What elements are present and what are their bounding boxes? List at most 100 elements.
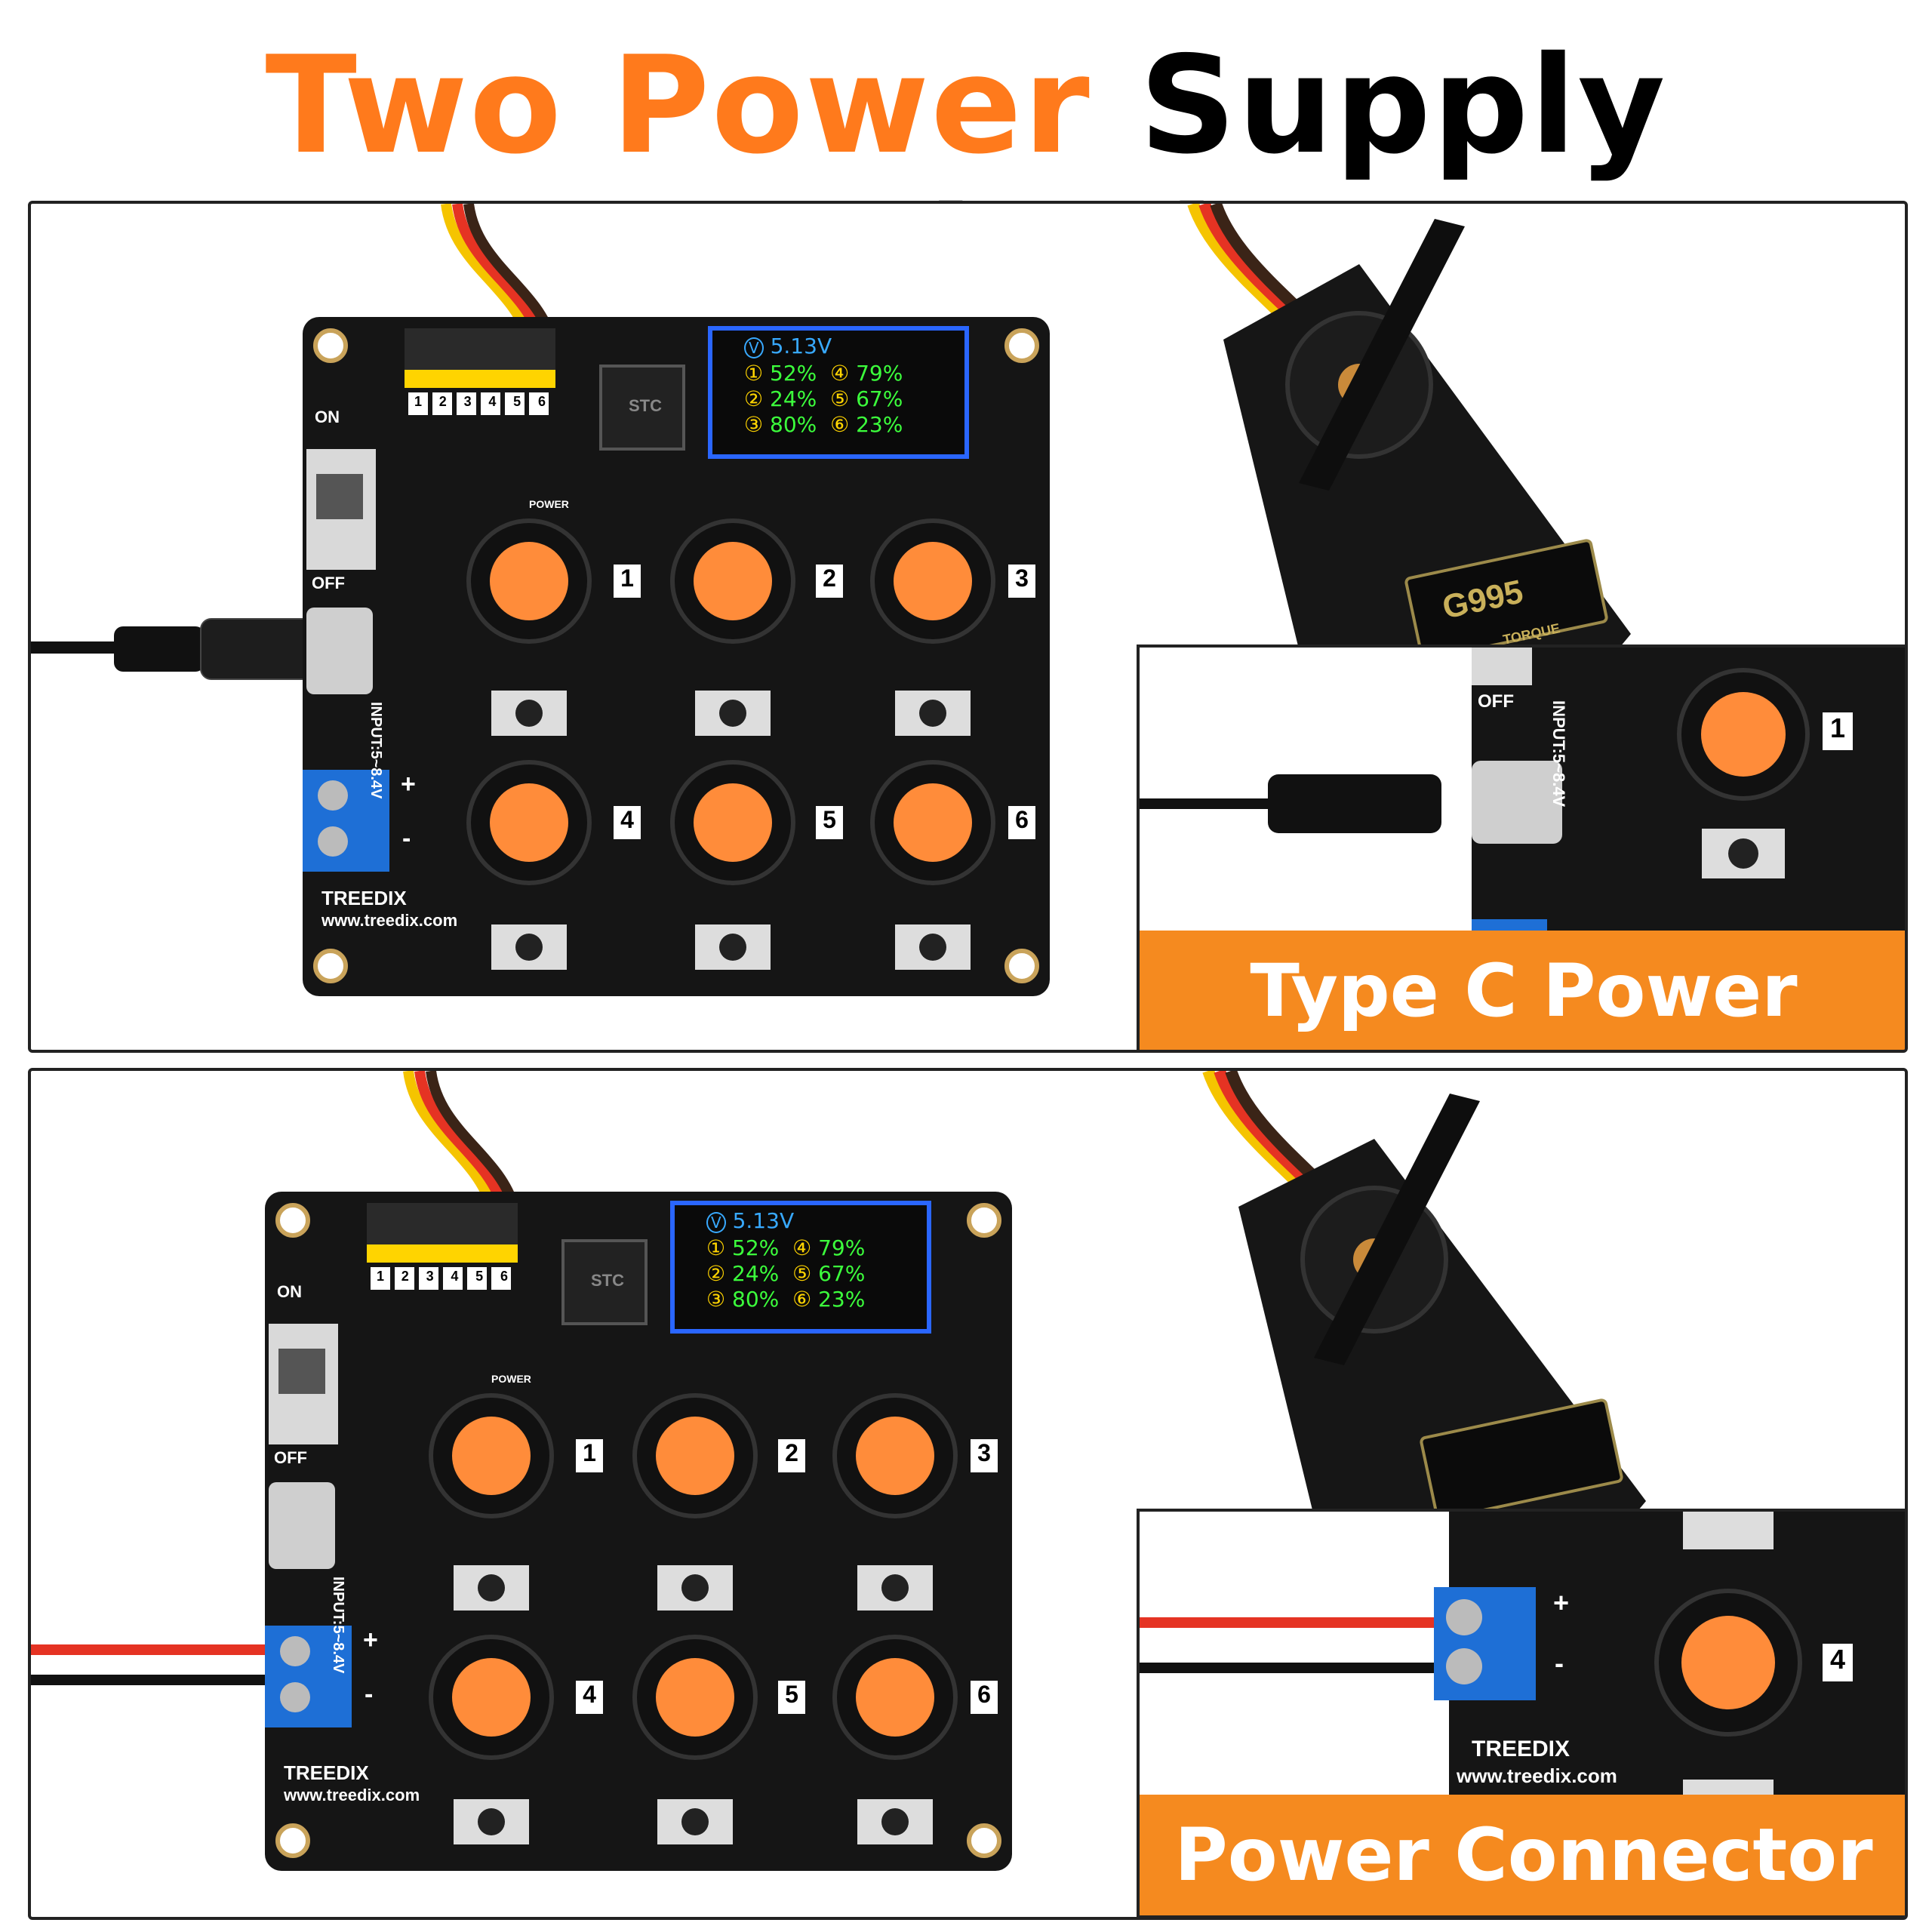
display-readout: V 5.13V ① 52% ④ 79% ② 24% ⑤ 67% ③ 80% ⑥ … — [744, 334, 955, 438]
power-wire-red — [1140, 1617, 1441, 1628]
caption-power-connector: Power Connector — [1140, 1795, 1905, 1915]
knob-number-4: 4 — [1823, 1644, 1853, 1681]
brand-url: www.treedix.com — [321, 911, 458, 930]
input-voltage-label: INPUT:5~8.4V — [368, 702, 384, 799]
power-wire-black — [1140, 1663, 1441, 1673]
inset-type-c: OFF INPUT:5~8.4V 1 Type C Power Supply — [1137, 645, 1905, 1050]
input-voltage-label: INPUT:5~8.4V — [330, 1577, 346, 1674]
brand-label: TREEDIX — [321, 887, 407, 909]
panel-power-connector: ON OFF INPUT:5~8.4V POWER STC + - TREEDI… — [28, 1068, 1908, 1920]
knob-number-3: 3 — [971, 1439, 998, 1472]
caption-type-c: Type C Power Supply — [1140, 931, 1905, 1050]
header-label: 5 — [513, 394, 521, 409]
usb-c-port — [269, 1482, 335, 1569]
header-label: 3 — [463, 394, 472, 409]
channel-num: ④ — [830, 361, 850, 386]
channel-val: 24% — [732, 1261, 780, 1286]
knob-number-5: 5 — [816, 806, 843, 839]
knob-number-4: 4 — [614, 806, 641, 839]
usb-c-port — [306, 608, 373, 694]
switch-on-label: ON — [277, 1282, 302, 1301]
header-label: 4 — [488, 394, 497, 409]
input-voltage-label: INPUT:5~8.4V — [1549, 700, 1568, 808]
oled-display — [670, 1201, 931, 1334]
terminal-block — [303, 770, 389, 872]
header-pin-labels: 1 2 3 4 5 6 — [371, 1269, 514, 1284]
channel-val: 52% — [770, 361, 817, 386]
mcu-chip — [561, 1239, 648, 1325]
board-illustration-typec — [31, 204, 1631, 996]
usb-cable-plug — [114, 626, 205, 672]
channel-num: ② — [706, 1261, 726, 1286]
channel-val: 79% — [856, 361, 903, 386]
channel-num: ② — [744, 386, 764, 411]
voltage-icon: V — [706, 1212, 726, 1233]
usb-cable — [1140, 798, 1275, 809]
header-label: 6 — [500, 1269, 508, 1284]
channel-num: ⑥ — [830, 412, 850, 437]
panel-type-c: ON OFF INPUT:5~8.4V POWER STC + - TREEDI… — [28, 201, 1908, 1053]
chip-label: STC — [629, 396, 662, 415]
knob-number-1: 1 — [576, 1439, 603, 1472]
usb-cable — [31, 641, 137, 654]
header-label: 2 — [438, 394, 447, 409]
knob-number-1: 1 — [1823, 712, 1853, 750]
servo-motor — [1202, 1071, 1646, 1546]
channel-num: ④ — [792, 1235, 812, 1260]
channel-val: 80% — [732, 1287, 780, 1312]
mcu-chip — [599, 365, 685, 451]
terminal-minus: - — [365, 1680, 374, 1709]
usb-c-port — [1472, 761, 1562, 844]
terminal-plus: + — [401, 770, 416, 798]
oled-display — [708, 326, 969, 459]
channel-val: 67% — [818, 1261, 866, 1286]
brand-label: TREEDIX — [1472, 1737, 1571, 1761]
usb-cable-plug — [1268, 774, 1441, 833]
header-label: 6 — [537, 394, 546, 409]
switch-off-label: OFF — [1478, 691, 1514, 712]
terminal-plus: + — [363, 1626, 378, 1654]
channel-val: 24% — [770, 386, 817, 411]
terminal-block — [265, 1626, 352, 1727]
terminal-minus: - — [1555, 1647, 1564, 1678]
channel-num: ① — [744, 361, 764, 386]
voltage-value: 5.13V — [770, 334, 832, 358]
header-label: 3 — [426, 1269, 434, 1284]
header-label: 4 — [451, 1269, 459, 1284]
header-pin-labels: 1 2 3 4 5 6 — [408, 394, 552, 410]
knob-number-2: 2 — [778, 1439, 805, 1472]
knob-number-2: 2 — [816, 565, 843, 598]
channel-val: 23% — [856, 412, 903, 437]
knob-number-5: 5 — [778, 1681, 805, 1714]
terminal-minus: - — [402, 824, 411, 853]
display-readout: V 5.13V ① 52% ④ 79% ② 24% ⑤ 67% ③ 80% ⑥ … — [706, 1208, 918, 1312]
channel-num: ③ — [706, 1287, 726, 1312]
servo-motor — [1187, 204, 1631, 679]
terminal-block — [1434, 1587, 1536, 1700]
channel-num: ⑥ — [792, 1287, 812, 1312]
channel-val: 23% — [818, 1287, 866, 1312]
voltage-value: 5.13V — [732, 1208, 795, 1233]
channel-num: ③ — [744, 412, 764, 437]
knob-row — [466, 518, 995, 885]
power-led-label: POWER — [491, 1373, 531, 1385]
knob-number-3: 3 — [1008, 565, 1035, 598]
brand-url: www.treedix.com — [284, 1786, 420, 1804]
knob-row — [429, 1393, 958, 1760]
channel-val: 79% — [818, 1235, 866, 1260]
channel-num: ① — [706, 1235, 726, 1260]
channel-val: 52% — [732, 1235, 780, 1260]
channel-val: 80% — [770, 412, 817, 437]
knob-number-6: 6 — [1008, 806, 1035, 839]
voltage-icon: V — [744, 337, 764, 358]
power-wire-red — [31, 1644, 272, 1655]
servo-header — [367, 1203, 518, 1290]
power-wire-black — [31, 1675, 272, 1685]
inset-power-connector: + - 4 TREEDIX www.treedix.com Power Conn… — [1137, 1509, 1905, 1917]
knob-number-6: 6 — [971, 1681, 998, 1714]
header-label: 2 — [401, 1269, 409, 1284]
knob-number-4: 4 — [576, 1681, 603, 1714]
board-illustration-connector — [31, 1071, 1646, 1871]
terminal-plus: + — [1553, 1587, 1570, 1618]
channel-num: ⑤ — [830, 386, 850, 411]
